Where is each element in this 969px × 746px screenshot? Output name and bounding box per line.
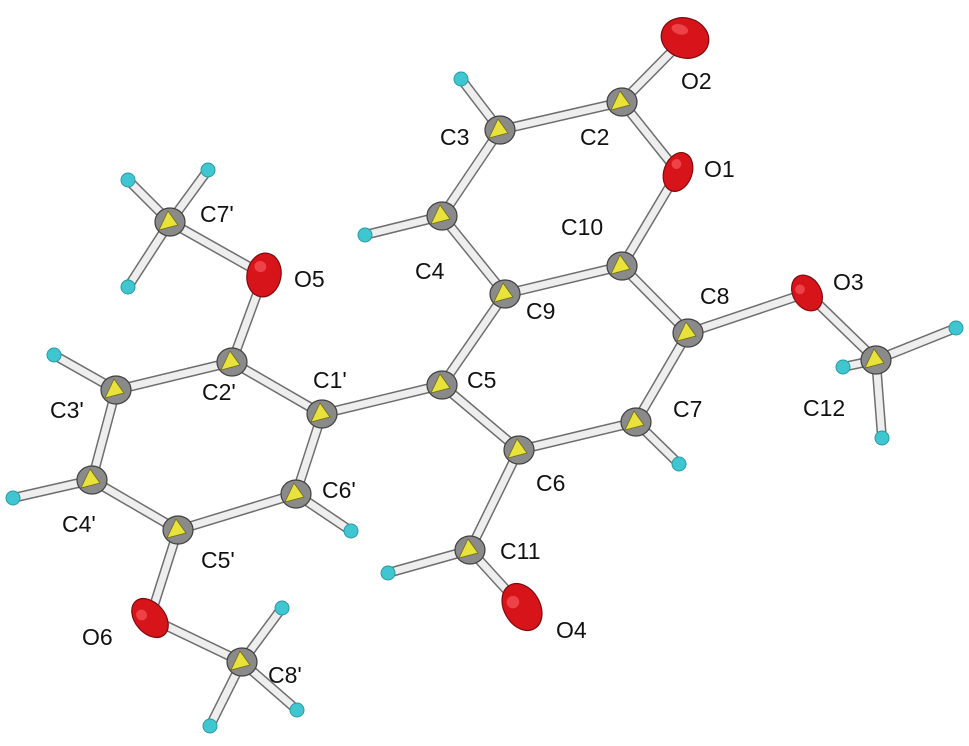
atom-C8p: [226, 647, 258, 677]
label-C4: C4: [415, 258, 445, 284]
atom-O5: [246, 252, 282, 298]
bond-C4p-C5p: [87, 475, 183, 535]
label-C7: C7: [673, 396, 702, 422]
label-C7p: C7': [200, 201, 234, 227]
atom-H12c: [874, 430, 890, 446]
label-O4: O4: [556, 617, 587, 643]
atom-C3p: [100, 375, 132, 405]
atom-H4: [357, 227, 373, 243]
bond-C5p-C6p: [173, 489, 301, 535]
atom-C8: [672, 318, 704, 348]
label-O3: O3: [833, 269, 864, 295]
label-C12: C12: [803, 395, 845, 421]
atom-H6p: [343, 523, 359, 539]
bond-C5-C6: [437, 380, 524, 455]
bonds-layer: [8, 33, 961, 731]
atom-C10: [606, 251, 638, 281]
label-C8: C8: [700, 283, 729, 309]
atom-C7: [620, 407, 652, 437]
label-C6: C6: [536, 470, 565, 496]
atom-C11: [454, 535, 486, 565]
label-C1p: C1': [313, 367, 347, 393]
label-O1: O1: [704, 156, 735, 182]
atom-H7c: [120, 279, 136, 295]
atom-C3: [484, 115, 516, 145]
atom-C2: [606, 87, 638, 117]
atom-H3: [453, 71, 469, 87]
label-C5: C5: [467, 367, 496, 393]
atom-C4p: [76, 465, 108, 495]
atom-H7b: [200, 162, 216, 178]
atom-H12a: [948, 320, 964, 336]
bond-C4-C9: [437, 211, 510, 299]
label-O6: O6: [82, 624, 113, 650]
bond-C5-C1p: [317, 380, 447, 419]
label-C6p: C6': [322, 477, 356, 503]
atom-O2: [660, 17, 710, 59]
bond-C2p-C3p: [111, 357, 237, 395]
atom-H12b: [835, 359, 851, 375]
atom-O3: [790, 274, 824, 312]
bond-C3-C4: [437, 125, 505, 221]
label-C4p: C4': [62, 511, 96, 537]
atoms-layer: [5, 17, 964, 734]
label-C2: C2: [580, 124, 609, 150]
atom-C6: [503, 435, 535, 465]
label-C3p: C3': [50, 397, 84, 423]
bond-C6-C11: [465, 445, 524, 555]
atom-C7p: [154, 207, 186, 237]
bond-C8-O3: [683, 288, 812, 338]
bond-C8-C7: [631, 328, 693, 427]
atom-C9: [489, 279, 521, 309]
bond-C6-C7: [514, 417, 641, 455]
label-C11: C11: [500, 538, 541, 564]
atom-C4: [426, 201, 458, 231]
label-C10: C10: [561, 214, 603, 240]
atom-C6p: [280, 479, 312, 509]
labels-layer: O2 O1 C2 C3 C7' C10 O5 C4 C9 C8 O3 C3' C…: [50, 68, 864, 688]
atom-H8b: [202, 718, 218, 734]
atom-O1: [662, 152, 694, 192]
label-C8p: C8': [268, 662, 302, 688]
atom-C5p: [162, 515, 194, 545]
label-C5p: C5': [201, 547, 235, 573]
atom-H7a: [120, 172, 136, 188]
atom-H8c: [289, 702, 305, 718]
bond-C1p-C2p: [227, 357, 327, 419]
bond-C3p-C4p: [87, 385, 121, 485]
atom-H4p: [5, 490, 21, 506]
atom-C2p: [216, 347, 248, 377]
label-O5: O5: [294, 266, 325, 292]
atom-O6: [131, 597, 169, 639]
bond-C10-C9: [500, 261, 627, 299]
atom-H3p: [46, 347, 62, 363]
atom-H8a: [274, 600, 290, 616]
atom-O4: [501, 582, 543, 632]
atom-C12: [860, 345, 892, 375]
label-O2: O2: [681, 68, 712, 94]
bond-C10-C8: [617, 261, 693, 338]
atom-H11: [380, 565, 396, 581]
bond-C2-C3: [495, 97, 627, 135]
atom-C5: [426, 370, 458, 400]
label-C2p: C2': [202, 379, 236, 405]
label-C9: C9: [526, 298, 555, 324]
bond-C9-C5: [437, 289, 510, 390]
label-C3: C3: [440, 124, 469, 150]
atom-C1p: [306, 399, 338, 429]
atom-H7: [671, 456, 687, 472]
